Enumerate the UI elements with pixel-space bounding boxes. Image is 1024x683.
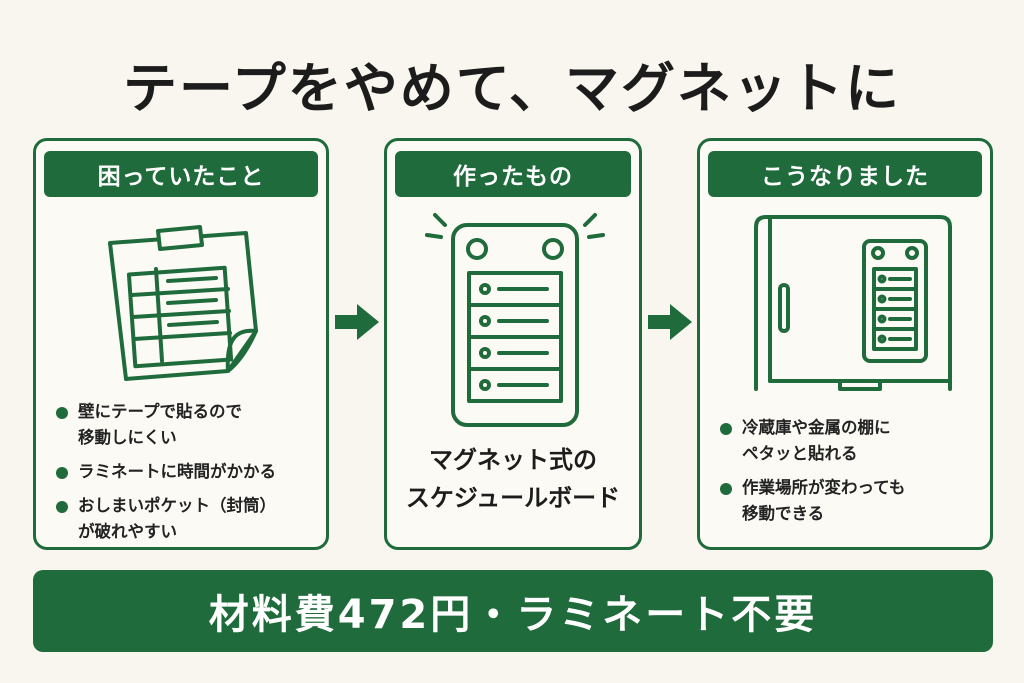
panel-header-solution: 作ったもの	[395, 151, 631, 197]
panel-problems: 困っていたこと 壁にテープで貼るので移動しにくい ラミネートに時間がかかる おし…	[33, 138, 329, 550]
list-item: ラミネートに時間がかかる	[56, 459, 316, 485]
panel-header-problems: 困っていたこと	[44, 151, 318, 197]
list-item: 壁にテープで貼るので移動しにくい	[56, 399, 316, 451]
bullet-dot-icon	[56, 407, 68, 419]
panel-solution: 作ったもの マグネット式の スケジュールボード	[384, 138, 642, 550]
right-arrow-icon	[335, 304, 379, 340]
product-caption: マグネット式の スケジュールボード	[405, 446, 621, 512]
list-item: 冷蔵庫や金属の棚にペタッと貼れる	[720, 415, 980, 467]
page-title: テープをやめて、マグネットに	[122, 57, 902, 120]
magnetic-board-icon	[425, 213, 605, 427]
fridge-board-icon	[754, 215, 952, 391]
right-arrow-icon	[648, 304, 692, 340]
bullet-dot-icon	[56, 501, 68, 513]
panel-results: こうなりました 冷蔵庫や金属の棚にペタッと貼れる 作業場所が変わっ	[697, 138, 993, 550]
bullet-dot-icon	[56, 467, 68, 479]
bullet-dot-icon	[720, 483, 732, 495]
panel-header-results: こうなりました	[708, 151, 982, 197]
list-item: 作業場所が変わっても移動できる	[720, 475, 980, 527]
bullet-dot-icon	[720, 423, 732, 435]
list-item: おしまいポケット（封筒）が破れやすい	[56, 493, 316, 545]
result-list: 冷蔵庫や金属の棚にペタッと貼れる 作業場所が変わっても移動できる	[720, 415, 980, 535]
taped-paper-icon	[108, 225, 258, 381]
summary-banner: 材料費472円・ラミネート不要	[33, 570, 993, 652]
problem-list: 壁にテープで貼るので移動しにくい ラミネートに時間がかかる おしまいポケット（封…	[56, 399, 316, 553]
